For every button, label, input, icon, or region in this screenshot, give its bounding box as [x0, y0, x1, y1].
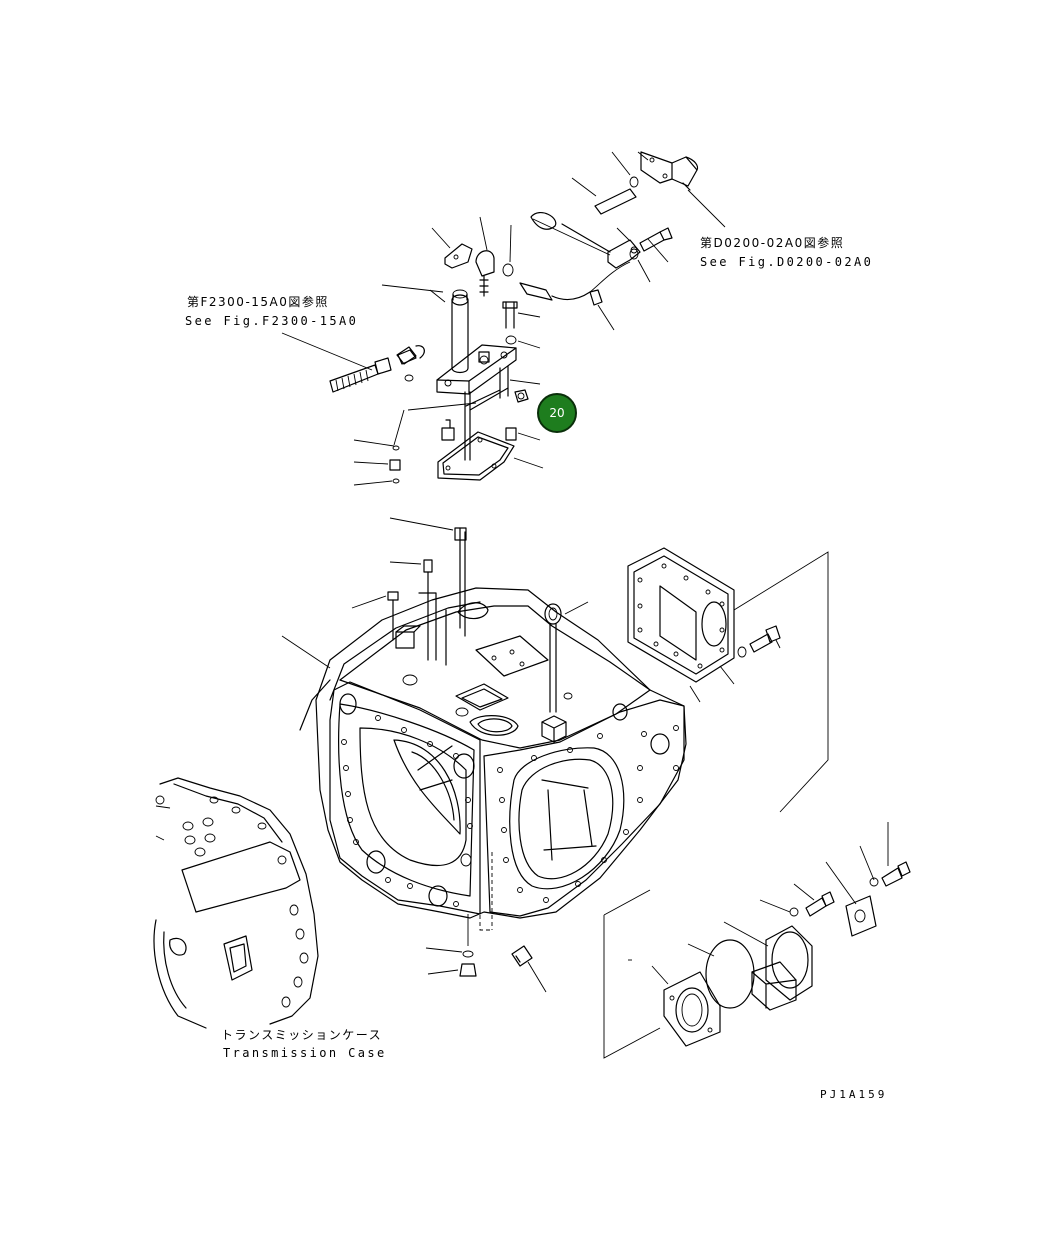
upper-right-bracket-assembly — [519, 151, 726, 331]
transmission-case-label-jp: トランスミッションケース — [221, 1028, 383, 1042]
reference-d0200-en: See Fig.D0200-02A0 — [700, 255, 874, 269]
reference-d0200-jp: 第D0200-02A0図参照 — [700, 236, 845, 250]
side-cover-plate — [627, 547, 829, 813]
part-callout-number: 20 — [549, 406, 565, 420]
transmission-case-label-en: Transmission Case — [223, 1046, 387, 1060]
part-callout-20[interactable]: 20 — [537, 393, 577, 433]
reference-f2300-en: See Fig.F2300-15A0 — [185, 314, 359, 328]
reference-arrow-f2300 — [281, 332, 417, 393]
transmission-case-body — [281, 587, 687, 993]
valve-stack — [353, 216, 544, 486]
lower-right-cover-assembly — [603, 822, 911, 1059]
adjacent-transmission-case — [153, 777, 319, 1029]
reference-f2300-jp: 第F2300-15A0図参照 — [187, 295, 329, 309]
drawing-code: PJ1A159 — [820, 1088, 888, 1101]
guide-rods — [351, 517, 467, 666]
